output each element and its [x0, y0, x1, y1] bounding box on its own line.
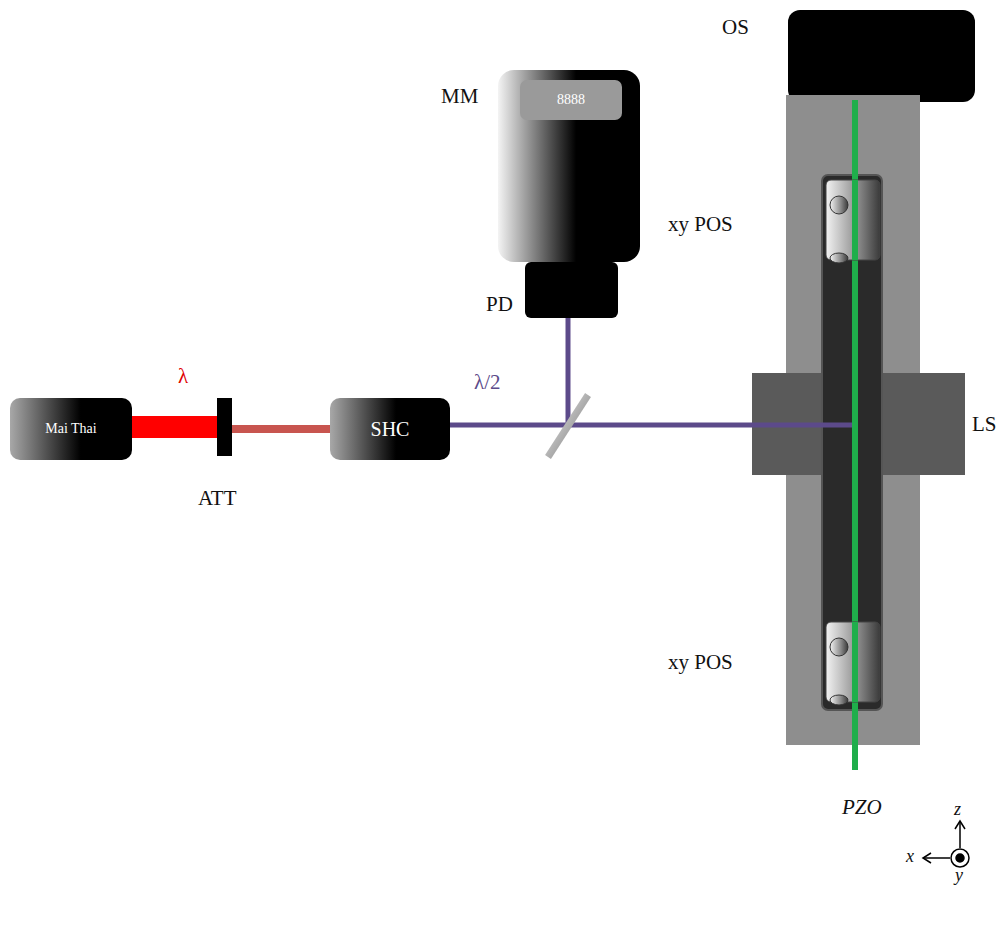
multimeter [498, 70, 640, 262]
axis-label: y [955, 866, 963, 886]
sh-beam [450, 423, 856, 428]
part-name: PD [486, 293, 513, 316]
part-name: xy POS [668, 651, 733, 674]
part-name: OS [722, 16, 749, 39]
part-name: LS [972, 413, 997, 436]
xy-positioner [826, 180, 880, 263]
part-name: PZO [842, 796, 882, 819]
laser-beam [132, 416, 218, 438]
sh-beam [752, 423, 856, 428]
wavelength-label: λ/2 [474, 371, 501, 394]
part-name: xy POS [668, 213, 733, 236]
photodiode [525, 262, 618, 318]
node-text: SHC [371, 418, 410, 441]
part-name: MM [441, 85, 478, 108]
axis-label: x [906, 847, 914, 867]
attenuator [217, 398, 232, 456]
oscilloscope [788, 10, 975, 102]
node-text: Mai Thai [45, 421, 96, 437]
xy-positioner [826, 622, 880, 705]
sh-beam-branch [566, 316, 571, 425]
part-name: ATT [198, 487, 237, 510]
multimeter-display: 8888 [520, 80, 622, 120]
pzo-fiber [852, 100, 858, 770]
wavelength-label: λ [178, 365, 188, 388]
shg-crystal-box: SHC [330, 398, 450, 460]
laser-source-box: Mai Thai [10, 398, 132, 460]
beam-splitter [548, 395, 588, 457]
axes [923, 821, 969, 867]
node-text: 8888 [557, 92, 585, 108]
axis-label: z [954, 800, 961, 820]
